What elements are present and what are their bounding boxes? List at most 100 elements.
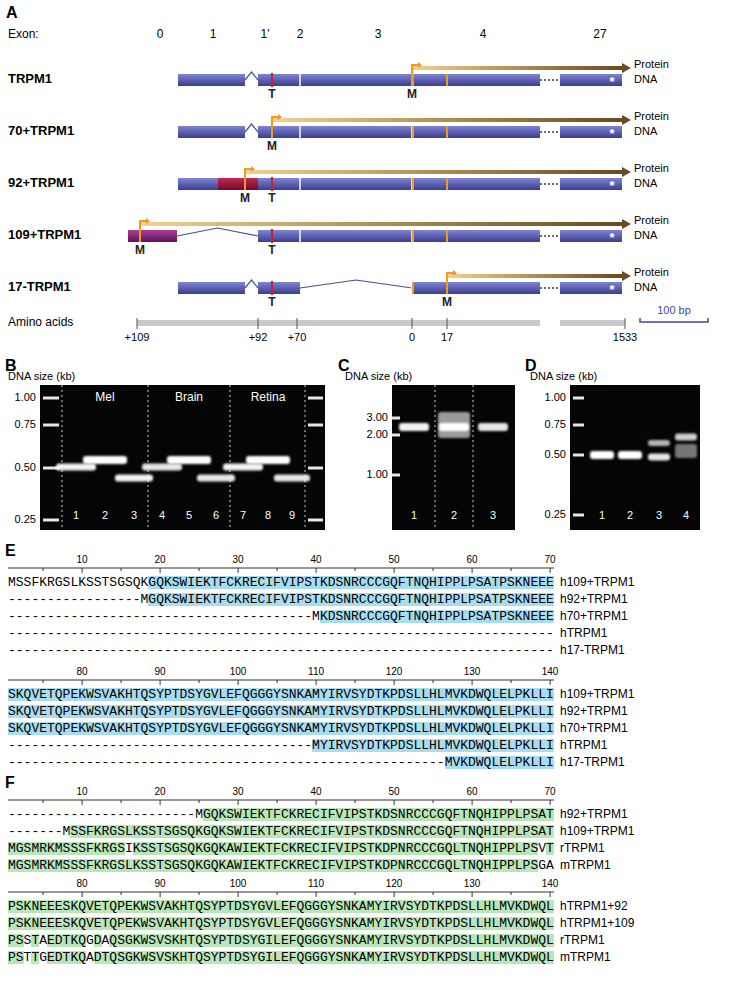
residue: K: [460, 722, 468, 735]
start-codon-tick: [446, 74, 448, 86]
residue: N: [343, 934, 351, 947]
residue: -: [343, 756, 351, 769]
residue: S: [476, 576, 484, 589]
residue: -: [203, 739, 211, 752]
residue: V: [452, 722, 460, 735]
residue: -: [55, 610, 63, 623]
residue: S: [148, 705, 156, 718]
residue: K: [258, 825, 266, 838]
residue: -: [429, 644, 437, 657]
sequence: ------------------------MGQKSWIEKTFCKREC…: [8, 808, 554, 821]
residue: Q: [538, 934, 546, 947]
residue: S: [164, 825, 172, 838]
residue: -: [24, 593, 32, 606]
residue: S: [63, 842, 71, 855]
residue: V: [31, 722, 39, 735]
residue: C: [413, 842, 421, 855]
residue: T: [546, 842, 554, 855]
lane-number: 1: [411, 509, 417, 522]
ruler-number: 90: [155, 666, 166, 678]
track-label: Protein: [634, 110, 669, 123]
residue: K: [16, 705, 24, 718]
start-codon-tick: [139, 230, 141, 242]
residue: V: [343, 705, 351, 718]
residue: I: [187, 576, 195, 589]
residue: K: [47, 842, 55, 855]
residue: S: [16, 934, 24, 947]
gene-track: [178, 114, 631, 138]
residue: Y: [211, 917, 219, 930]
residue: -: [24, 825, 32, 838]
residue: I: [320, 842, 328, 855]
residue: Q: [390, 610, 398, 623]
residue: Q: [296, 951, 304, 964]
residue: G: [148, 576, 156, 589]
ruler-tick: [121, 800, 122, 803]
residue: M: [312, 610, 320, 623]
residue: -: [406, 756, 414, 769]
residue: T: [406, 610, 414, 623]
panel-letter: A: [6, 4, 18, 22]
residue: S: [24, 934, 32, 947]
ruler-number: 50: [389, 554, 400, 566]
residue: L: [515, 842, 523, 855]
residue: P: [452, 576, 460, 589]
residue: R: [242, 576, 250, 589]
ruler-number: 90: [155, 878, 166, 890]
residue: S: [203, 900, 211, 913]
ruler-number: 60: [467, 786, 478, 798]
residue: T: [429, 951, 437, 964]
ladder-band: [573, 424, 584, 427]
residue: T: [374, 722, 382, 735]
residue: S: [63, 859, 71, 872]
residue: W: [476, 688, 484, 701]
protein-arrowhead: [622, 115, 631, 125]
residue: L: [468, 934, 476, 947]
residue: R: [47, 576, 55, 589]
residue-marker: T: [268, 244, 275, 258]
residue: -: [16, 808, 24, 821]
residue: S: [16, 900, 24, 913]
residue: T: [312, 593, 320, 606]
dna-band: [648, 454, 670, 461]
lane-number: 5: [186, 509, 192, 522]
residue: Q: [141, 705, 149, 718]
residue: -: [406, 644, 414, 657]
dna-band: [142, 464, 182, 471]
exon-bar: [258, 282, 300, 294]
residue: V: [335, 825, 343, 838]
residue: -: [429, 627, 437, 640]
protein-arrowhead: [622, 271, 631, 281]
residue: Y: [320, 688, 328, 701]
residue: I: [320, 859, 328, 872]
residue: K: [320, 610, 328, 623]
residue: Q: [187, 842, 195, 855]
residue: L: [530, 722, 538, 735]
ruler-tick: [355, 800, 356, 803]
tissue-label: Mel: [95, 391, 114, 405]
residue: -: [8, 808, 16, 821]
residue: M: [499, 917, 507, 930]
lane-divider: [62, 385, 63, 530]
ruler-tick: [550, 568, 551, 573]
residue: -: [47, 808, 55, 821]
residue: -: [437, 644, 445, 657]
residue: R: [351, 610, 359, 623]
residue: -: [234, 610, 242, 623]
residue: K: [515, 610, 523, 623]
start-flag-head: [418, 62, 422, 68]
ruler-number: 110: [308, 878, 324, 890]
residue: L: [507, 739, 515, 752]
residue: E: [195, 593, 203, 606]
residue: S: [406, 739, 414, 752]
residue: -: [187, 756, 195, 769]
residue: L: [468, 917, 476, 930]
residue: Q: [445, 859, 453, 872]
residue: -: [31, 756, 39, 769]
residue: -: [172, 739, 180, 752]
residue: I: [546, 739, 554, 752]
residue: K: [296, 705, 304, 718]
residue: C: [429, 808, 437, 821]
residue: E: [195, 576, 203, 589]
residue: -: [8, 739, 16, 752]
